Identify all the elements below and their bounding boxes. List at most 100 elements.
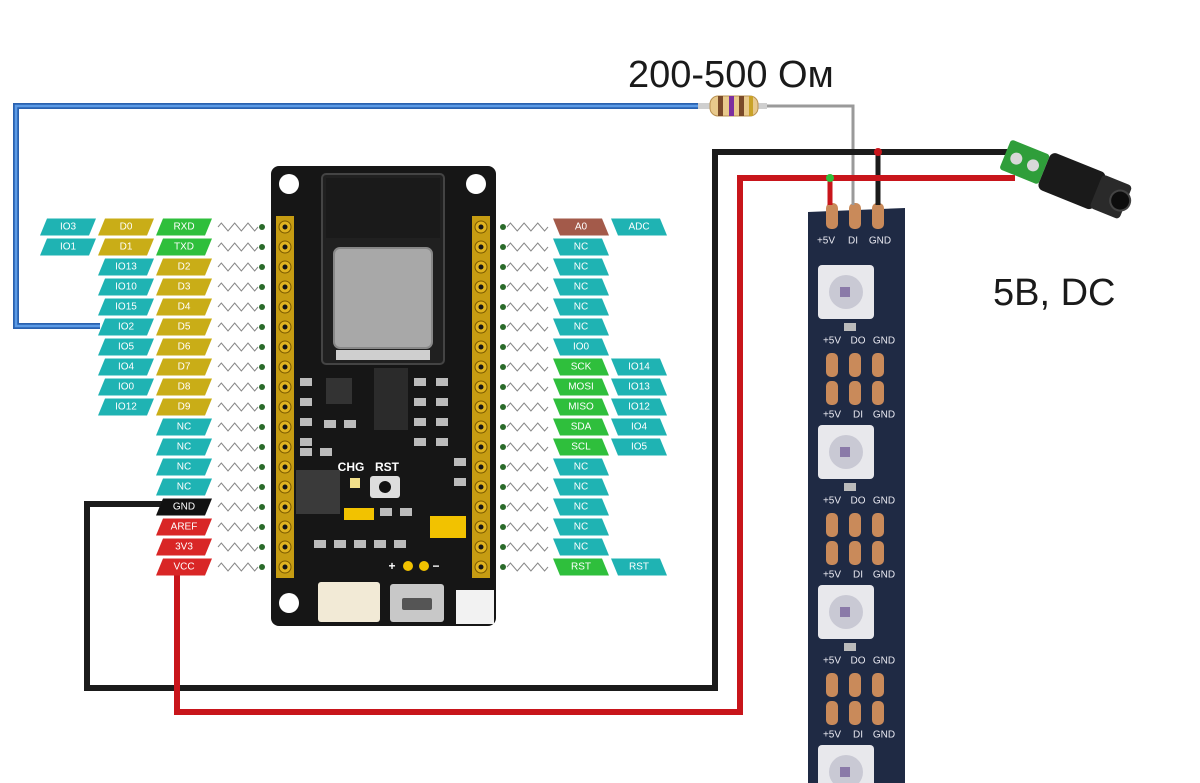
pin-tag-label: IO0	[118, 382, 135, 393]
pin-dot	[259, 284, 265, 290]
pin-tag-shape	[156, 218, 212, 236]
minus-label: −	[432, 559, 439, 573]
header-hole-center	[478, 344, 484, 350]
pin-tag-label: IO5	[118, 342, 135, 353]
pin-tag-shape	[98, 338, 154, 356]
header-hole-center	[282, 564, 288, 570]
strip-cut-pad	[826, 353, 838, 377]
pin-tag-shape	[98, 398, 154, 416]
pin-tag-label: IO13	[115, 262, 137, 273]
pin-tag-shape	[156, 438, 212, 456]
pin-tag-label: TXD	[174, 242, 194, 253]
pin-leader	[506, 322, 549, 332]
resistor-band	[729, 96, 734, 116]
pin-dot	[500, 284, 506, 290]
header-hole-center	[478, 364, 484, 370]
smd-component	[436, 378, 448, 386]
header-hole-center	[478, 304, 484, 310]
pin-tag-shape	[156, 418, 212, 436]
strip-cut-pad	[849, 381, 861, 405]
led-die	[840, 447, 850, 457]
pin-tag-shape	[98, 358, 154, 376]
pin-leader	[506, 562, 549, 572]
smd-component	[300, 438, 312, 446]
smd-component	[436, 438, 448, 446]
pin-tag-label: NC	[574, 242, 588, 253]
pin-tag-label: A0	[575, 222, 588, 233]
strip-out-label: +5V	[823, 496, 841, 507]
pin-tag-shape	[156, 358, 212, 376]
pin-dot	[500, 224, 506, 230]
pin-tag-label: NC	[177, 482, 191, 493]
strip-out-label: +5V	[823, 336, 841, 347]
pin-tag-label: IO13	[628, 382, 650, 393]
pin-tag: IO5	[611, 438, 667, 456]
led-die	[840, 607, 850, 617]
header-hole-center	[478, 424, 484, 430]
smd-component	[454, 458, 466, 466]
pin-tag-shape	[553, 518, 609, 536]
pin-tag-shape	[156, 278, 212, 296]
strip-in-label: DI	[853, 570, 863, 581]
pin-tag: AREF	[156, 518, 212, 536]
pin-tag: NC	[553, 278, 609, 296]
header-hole-center	[478, 244, 484, 250]
pin-tag: A0	[553, 218, 609, 236]
wires	[13, 103, 1015, 715]
pin-tag: IO15	[98, 298, 154, 316]
pin-dot	[259, 444, 265, 450]
wire-gray-resistor-lead	[765, 104, 855, 205]
pin-tag-shape	[156, 298, 212, 316]
pin-tag-label: VCC	[173, 562, 194, 573]
smd-component	[324, 420, 336, 428]
pin-leader	[506, 402, 549, 412]
pin-leader	[217, 442, 259, 452]
pin-leader	[217, 222, 259, 232]
pin-tag-shape	[156, 478, 212, 496]
pin-tag-label: AREF	[171, 522, 198, 533]
usb-side	[456, 590, 494, 624]
pin-leader	[506, 222, 549, 232]
wire-black-gnd	[84, 149, 1015, 691]
pin-tag: NC	[156, 438, 212, 456]
strip-cut-pad	[872, 513, 884, 537]
pin-tag-shape	[156, 518, 212, 536]
pin-tag: TXD	[156, 238, 212, 256]
mounting-hole	[279, 174, 299, 194]
pin-tag: NC	[553, 318, 609, 336]
pin-tag-shape	[98, 378, 154, 396]
pin-tag-shape	[156, 338, 212, 356]
dc-jack-socket	[1109, 189, 1132, 212]
resistor-band	[749, 96, 753, 116]
wire-blue-data-highlight	[14, 104, 698, 328]
pin-tag-shape	[553, 298, 609, 316]
pin-tag-label: MOSI	[568, 382, 594, 393]
smd-component	[414, 398, 426, 406]
pin-tag-shape	[553, 318, 609, 336]
pin-tag-label: D8	[178, 382, 191, 393]
strip-cut-pad	[826, 541, 838, 565]
header-hole-center	[282, 544, 288, 550]
pin-dot	[259, 324, 265, 330]
pin-tag-shape	[553, 218, 609, 236]
junction-dot	[874, 148, 882, 156]
pin-leader	[506, 502, 549, 512]
pin-tag: IO0	[553, 338, 609, 356]
pin-tag: D4	[156, 298, 212, 316]
pin-leader	[217, 362, 259, 372]
pin-tag-shape	[553, 258, 609, 276]
pin-tag: IO4	[98, 358, 154, 376]
header-hole-center	[282, 344, 288, 350]
pin-tag: VCC	[156, 558, 212, 576]
pin-tag-label: RXD	[173, 222, 194, 233]
smd-component	[436, 418, 448, 426]
resistor-band	[739, 96, 744, 116]
module-pins	[336, 350, 430, 360]
pin-tag: IO2	[98, 318, 154, 336]
smd-component	[334, 540, 346, 548]
pin-leader	[217, 562, 259, 572]
